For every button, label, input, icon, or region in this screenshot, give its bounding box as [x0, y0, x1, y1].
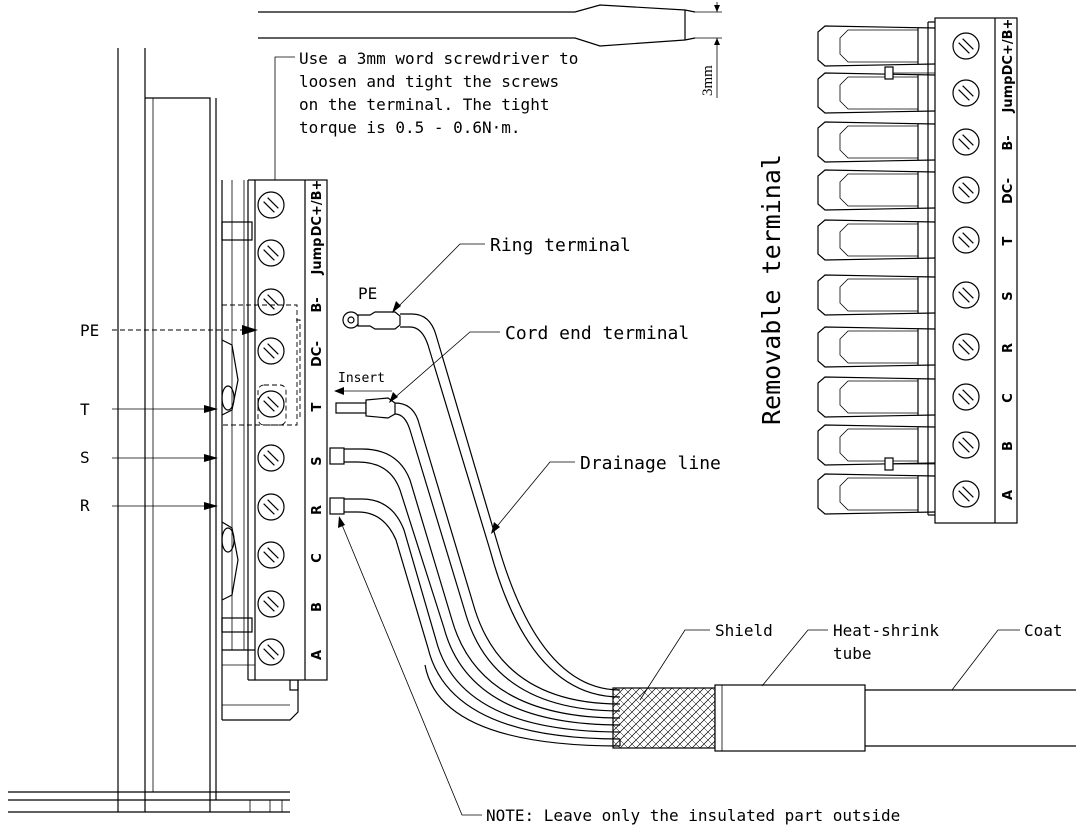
note-label: NOTE: Leave only the insulated part outs…	[486, 806, 900, 825]
removable-label-8: C	[1001, 393, 1016, 403]
terminal-screw-7	[257, 493, 285, 521]
terminal-screw-8	[257, 541, 285, 569]
terminal-finger-5	[817, 219, 936, 261]
terminal-label-7: R	[310, 505, 325, 515]
terminal-screw-2	[257, 239, 285, 267]
removable-label-5: T	[1001, 236, 1016, 245]
terminal-label-10: A	[310, 650, 325, 660]
terminal-screw-4	[257, 337, 285, 365]
side-labels: PE T S R	[80, 321, 258, 515]
note-line-4: torque is 0.5 - 0.6N·m.	[299, 118, 521, 137]
s-side-label: S	[80, 448, 90, 467]
removable-label-9: B	[1001, 441, 1016, 451]
removable-label-4: DC-	[1001, 178, 1016, 204]
terminal-screw-6	[257, 444, 285, 472]
removable-terminal-title: Removable terminal	[757, 154, 786, 425]
terminal-finger-8	[817, 376, 936, 418]
terminal-tab-top	[884, 66, 894, 80]
removable-label-3: B-	[1001, 135, 1016, 150]
terminal-screw-3	[257, 288, 285, 316]
removable-screw-8	[952, 383, 980, 411]
pe-detail-outline	[221, 304, 301, 426]
cord-end-terminal-label: Cord end terminal	[505, 323, 689, 344]
terminal-label-2: Jump	[310, 238, 325, 276]
terminal-finger-4	[817, 169, 936, 211]
terminal-screws	[257, 191, 285, 666]
removable-screw-6	[952, 281, 980, 309]
terminal-label-6: S	[310, 456, 325, 465]
note-line-3: on the terminal. The tight	[299, 95, 549, 114]
removable-screw-10	[952, 480, 980, 508]
ring-terminal-label: Ring terminal	[490, 235, 631, 256]
terminal-finger-10	[817, 473, 936, 515]
terminal-finger-6	[817, 274, 936, 316]
removable-label-7: R	[1001, 343, 1016, 353]
insert-label: Insert	[338, 371, 385, 386]
terminal-finger-3	[817, 121, 936, 163]
terminal-screw-9	[257, 590, 285, 618]
shield-label: Shield	[715, 621, 773, 640]
cable	[612, 684, 1076, 752]
r-side-label: R	[80, 496, 90, 515]
removable-screw-7	[952, 333, 980, 361]
terminal-label-5: T	[310, 402, 325, 411]
t-side-label: T	[80, 400, 90, 419]
terminal-screw-1	[257, 191, 285, 219]
terminal-label-3: B-	[310, 297, 325, 312]
wires	[329, 311, 621, 747]
drive-housing	[8, 48, 299, 813]
heat-shrink-label-2: tube	[833, 644, 872, 663]
callouts: Ring terminal PE Cord end terminal Inser…	[334, 235, 1063, 825]
note-line-2: loosen and tight the screws	[299, 72, 559, 91]
removable-screw-1	[952, 32, 980, 60]
removable-label-6: S	[1001, 291, 1016, 300]
terminal-finger-7	[817, 326, 936, 368]
drainage-line-label: Drainage line	[580, 453, 721, 474]
terminal-tab-bottom	[884, 457, 894, 471]
removable-screw-3	[952, 128, 980, 156]
removable-screw-5	[952, 226, 980, 254]
removable-terminal-screws	[952, 32, 980, 508]
removable-label-2: Jump	[1001, 76, 1016, 114]
removable-terminal-fingers	[817, 25, 936, 515]
screwdriver	[258, 2, 722, 98]
terminal-screw-5	[257, 390, 285, 418]
screwdriver-width-label: 3mm	[700, 65, 716, 96]
terminal-label-9: B	[310, 602, 325, 612]
removable-screw-2	[952, 79, 980, 107]
terminal-finger-1	[817, 25, 936, 67]
removable-screw-9	[952, 431, 980, 459]
terminal-finger-2	[817, 72, 936, 114]
terminal-finger-9	[817, 424, 936, 466]
terminal-label-8: C	[310, 553, 325, 563]
removable-label-1: DC+/B+	[1001, 19, 1016, 76]
terminal-screw-10	[257, 638, 285, 666]
coat-label: Coat	[1024, 621, 1063, 640]
pe-wire-label: PE	[358, 284, 377, 303]
terminal-label-4: DC-	[310, 341, 325, 367]
screwdriver-note: Use a 3mm word screwdriver to loosen and…	[274, 49, 578, 180]
note-line-1: Use a 3mm word screwdriver to	[299, 49, 578, 68]
removable-screw-4	[952, 176, 980, 204]
terminal-label-1: DC+/B+	[310, 180, 325, 237]
removable-label-10: A	[1001, 490, 1016, 500]
pe-side-label: PE	[80, 321, 99, 340]
heat-shrink-label-1: Heat-shrink	[833, 621, 939, 640]
